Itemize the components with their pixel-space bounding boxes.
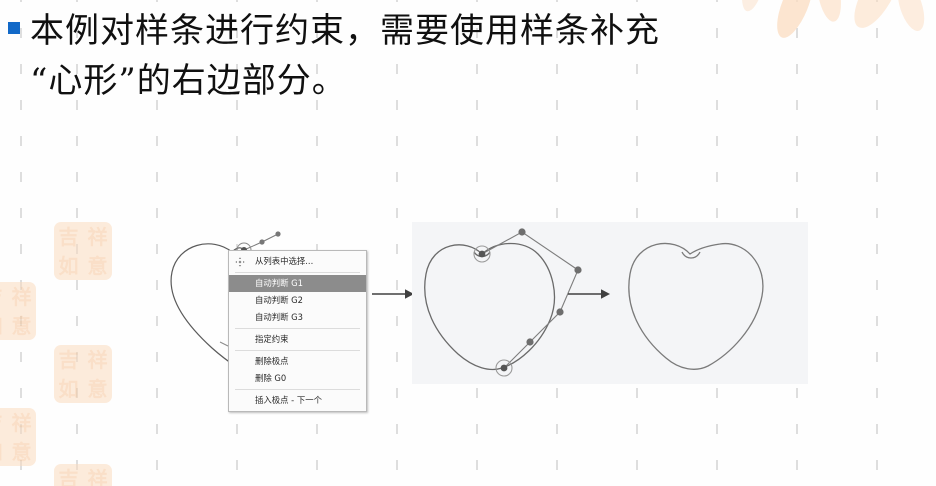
figure-right-panel: [610, 222, 808, 384]
pole-marker[interactable]: [556, 308, 564, 316]
menu-item-delete-g0[interactable]: 删除 G0: [229, 370, 366, 387]
seal-glyph: 祥: [87, 466, 108, 486]
heart-curve-middle: [424, 242, 556, 371]
slide-heading: 本例对样条进行约束，需要使用样条补充 “心形”的右边部分。: [8, 6, 928, 106]
arrow-right-icon: [568, 289, 610, 299]
pole-marker-top[interactable]: [478, 250, 486, 258]
menu-item-label: 自动判断 G3: [255, 312, 303, 322]
menu-item-label: 自动判断 G1: [255, 278, 303, 288]
heading-text: 本例对样条进行约束，需要使用样条补充 “心形”的右边部分。: [30, 11, 660, 101]
menu-item-auto-g2[interactable]: 自动判断 G2: [229, 292, 366, 309]
decor-seal-3: 吉祥如意: [54, 345, 112, 403]
seal-glyph: 如: [0, 442, 3, 462]
seal-glyph: 吉: [58, 466, 79, 486]
seal-glyph: 如: [0, 316, 3, 336]
menu-item-label: 删除 G0: [255, 373, 287, 383]
menu-item-specify-constraint[interactable]: 指定约束: [229, 331, 366, 348]
menu-separator: [235, 328, 360, 329]
pole-marker[interactable]: [518, 228, 526, 236]
pole-marker[interactable]: [574, 266, 582, 274]
seal-glyph: 意: [87, 253, 108, 278]
figure-middle: [412, 222, 610, 384]
seal-glyph: 吉: [0, 287, 3, 307]
figure-right: [610, 222, 808, 384]
menu-item-label: 删除极点: [255, 356, 289, 366]
menu-item-auto-g3[interactable]: 自动判断 G3: [229, 309, 366, 326]
seal-glyph: 意: [11, 439, 32, 464]
pole-marker[interactable]: [526, 338, 534, 346]
heart-curve-final: [628, 242, 764, 370]
menu-item-label: 自动判断 G2: [255, 295, 303, 305]
menu-item-delete-pole[interactable]: 删除极点: [229, 353, 366, 370]
seal-glyph: 意: [11, 313, 32, 338]
menu-separator: [235, 389, 360, 390]
pole-marker-bottom[interactable]: [500, 364, 508, 372]
menu-item-auto-g1[interactable]: 自动判断 G1: [229, 275, 366, 292]
bullet-square-icon: [8, 22, 20, 34]
menu-item-select-from-list[interactable]: 从列表中选择...: [229, 253, 366, 270]
menu-item-insert-pole-next[interactable]: 插入极点 - 下一个: [229, 392, 366, 409]
pole-marker[interactable]: [275, 231, 281, 237]
menu-separator: [235, 272, 360, 273]
heart-spline-right-svg: [628, 242, 764, 370]
menu-item-label: 插入极点 - 下一个: [255, 395, 322, 405]
seal-glyph: 如: [58, 376, 79, 401]
figure-middle-panel: [412, 222, 610, 384]
seal-glyph: 祥: [11, 410, 32, 435]
tangent-stub: [219, 341, 229, 347]
menu-separator: [235, 350, 360, 351]
heart-spline-middle-svg: [424, 228, 582, 377]
arrow-2: [568, 287, 612, 301]
seal-glyph: 如: [58, 253, 79, 278]
seal-glyph: 吉: [58, 224, 79, 249]
menu-item-label: 指定约束: [255, 334, 289, 344]
arrow-1: [372, 287, 416, 301]
pole-marker[interactable]: [259, 239, 265, 245]
seal-glyph: 祥: [87, 224, 108, 249]
seal-glyph: 祥: [87, 347, 108, 372]
pole-marker-ring-top: [473, 245, 491, 263]
seal-glyph: 吉: [0, 413, 3, 433]
context-menu[interactable]: 从列表中选择... 自动判断 G1 自动判断 G2 自动判断 G3 指定约束 删…: [228, 250, 367, 412]
decor-seal-1: 吉祥如意: [54, 222, 112, 280]
heart-spline-left-svg: [170, 231, 281, 369]
heart-curve-left: [170, 243, 239, 369]
seal-glyph: 吉: [58, 347, 79, 372]
seal-glyph: 祥: [11, 284, 32, 309]
pole-marker-ring-bottom: [495, 359, 513, 377]
figure-left: [150, 222, 390, 382]
arrow-right-icon: [372, 289, 414, 299]
heart-notch-final: [681, 251, 701, 259]
control-polygon: [481, 231, 579, 369]
seal-glyph: 意: [87, 376, 108, 401]
menu-item-label: 从列表中选择...: [255, 256, 314, 266]
move-handle-icon: [235, 257, 245, 267]
